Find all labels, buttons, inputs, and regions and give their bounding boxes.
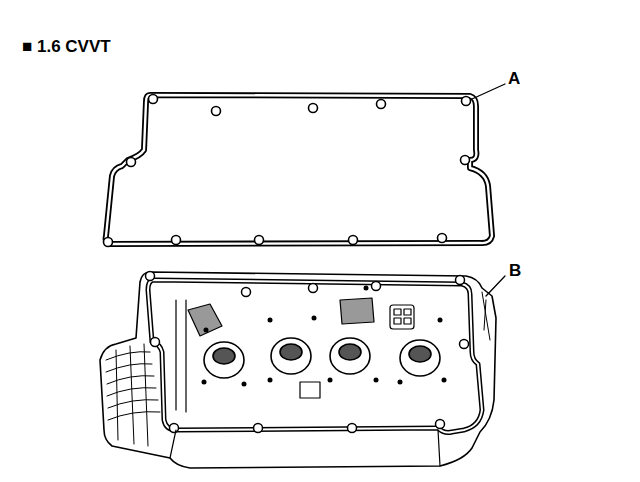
callout-letter: B: [509, 262, 521, 279]
cover-dots: [202, 286, 447, 387]
gasket-outline: [106, 95, 492, 244]
cover-outline: [100, 272, 496, 468]
callout-letter: A: [508, 70, 520, 87]
cover-gasket-groove: [148, 280, 482, 433]
cover-ribs: [106, 292, 490, 446]
gasket-bolt-holes: [104, 95, 471, 247]
leader-line: [486, 276, 505, 296]
cover-details: [170, 298, 440, 466]
leader-line: [472, 84, 505, 99]
plug-seals: [204, 338, 440, 378]
gasket-inner: [106, 95, 492, 244]
cover-groove-inner: [148, 280, 482, 433]
cover-bolt-holes: [146, 272, 469, 433]
diagram-title: ■ 1.6 CVVT: [22, 38, 111, 55]
